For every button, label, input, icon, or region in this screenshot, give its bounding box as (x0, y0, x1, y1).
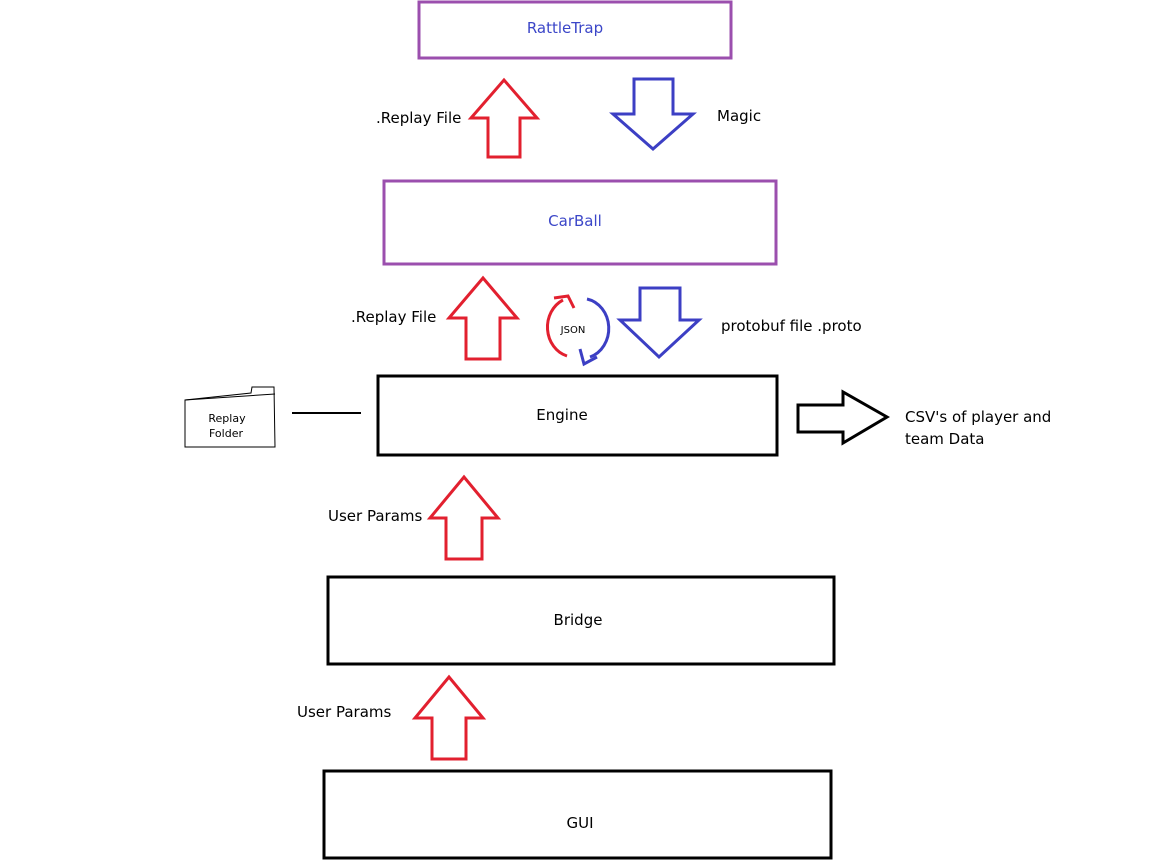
replay-folder-label-line1: Replay (208, 412, 246, 425)
rattletrap-box (417, 0, 733, 60)
replay-file-mid-up-arrow-icon (445, 275, 521, 361)
gui-label: GUI (566, 814, 593, 832)
engine-node: Engine (376, 374, 779, 457)
replay-folder-icon: Replay Folder (184, 386, 276, 448)
engine-box (376, 374, 779, 457)
bridge-box (326, 575, 836, 666)
json-cycle-icon: JSON (546, 294, 611, 367)
carball-label: CarBall (548, 212, 602, 230)
user-params-top-label: User Params (328, 507, 422, 525)
replay-folder-label-line2: Folder (209, 427, 243, 440)
magic-down-arrow-icon (609, 77, 697, 151)
bridge-label: Bridge (554, 611, 603, 629)
gui-node: GUI (322, 769, 833, 860)
replay-file-top-label: .Replay File (376, 109, 461, 127)
protobuf-label: protobuf file .proto (721, 317, 862, 335)
user-params-bottom-up-arrow-icon (411, 674, 487, 761)
replay-file-up-arrow-icon (467, 77, 541, 159)
rattletrap-node: RattleTrap (417, 0, 733, 60)
magic-label: Magic (717, 107, 761, 125)
gui-box (322, 769, 833, 860)
carball-box (382, 179, 778, 266)
csv-label-line1: CSV's of player and (905, 408, 1051, 426)
protobuf-down-arrow-icon (616, 286, 703, 360)
csv-output-arrow-icon (796, 389, 890, 446)
replay-file-mid-label: .Replay File (351, 308, 436, 326)
user-params-top-up-arrow-icon (426, 474, 502, 561)
csv-label-line2: team Data (905, 430, 985, 448)
rattletrap-label: RattleTrap (527, 19, 603, 37)
json-label: JSON (560, 325, 586, 336)
engine-label: Engine (536, 406, 587, 424)
user-params-bottom-label: User Params (297, 703, 391, 721)
bridge-node: Bridge (326, 575, 836, 666)
carball-node: CarBall (382, 179, 778, 266)
